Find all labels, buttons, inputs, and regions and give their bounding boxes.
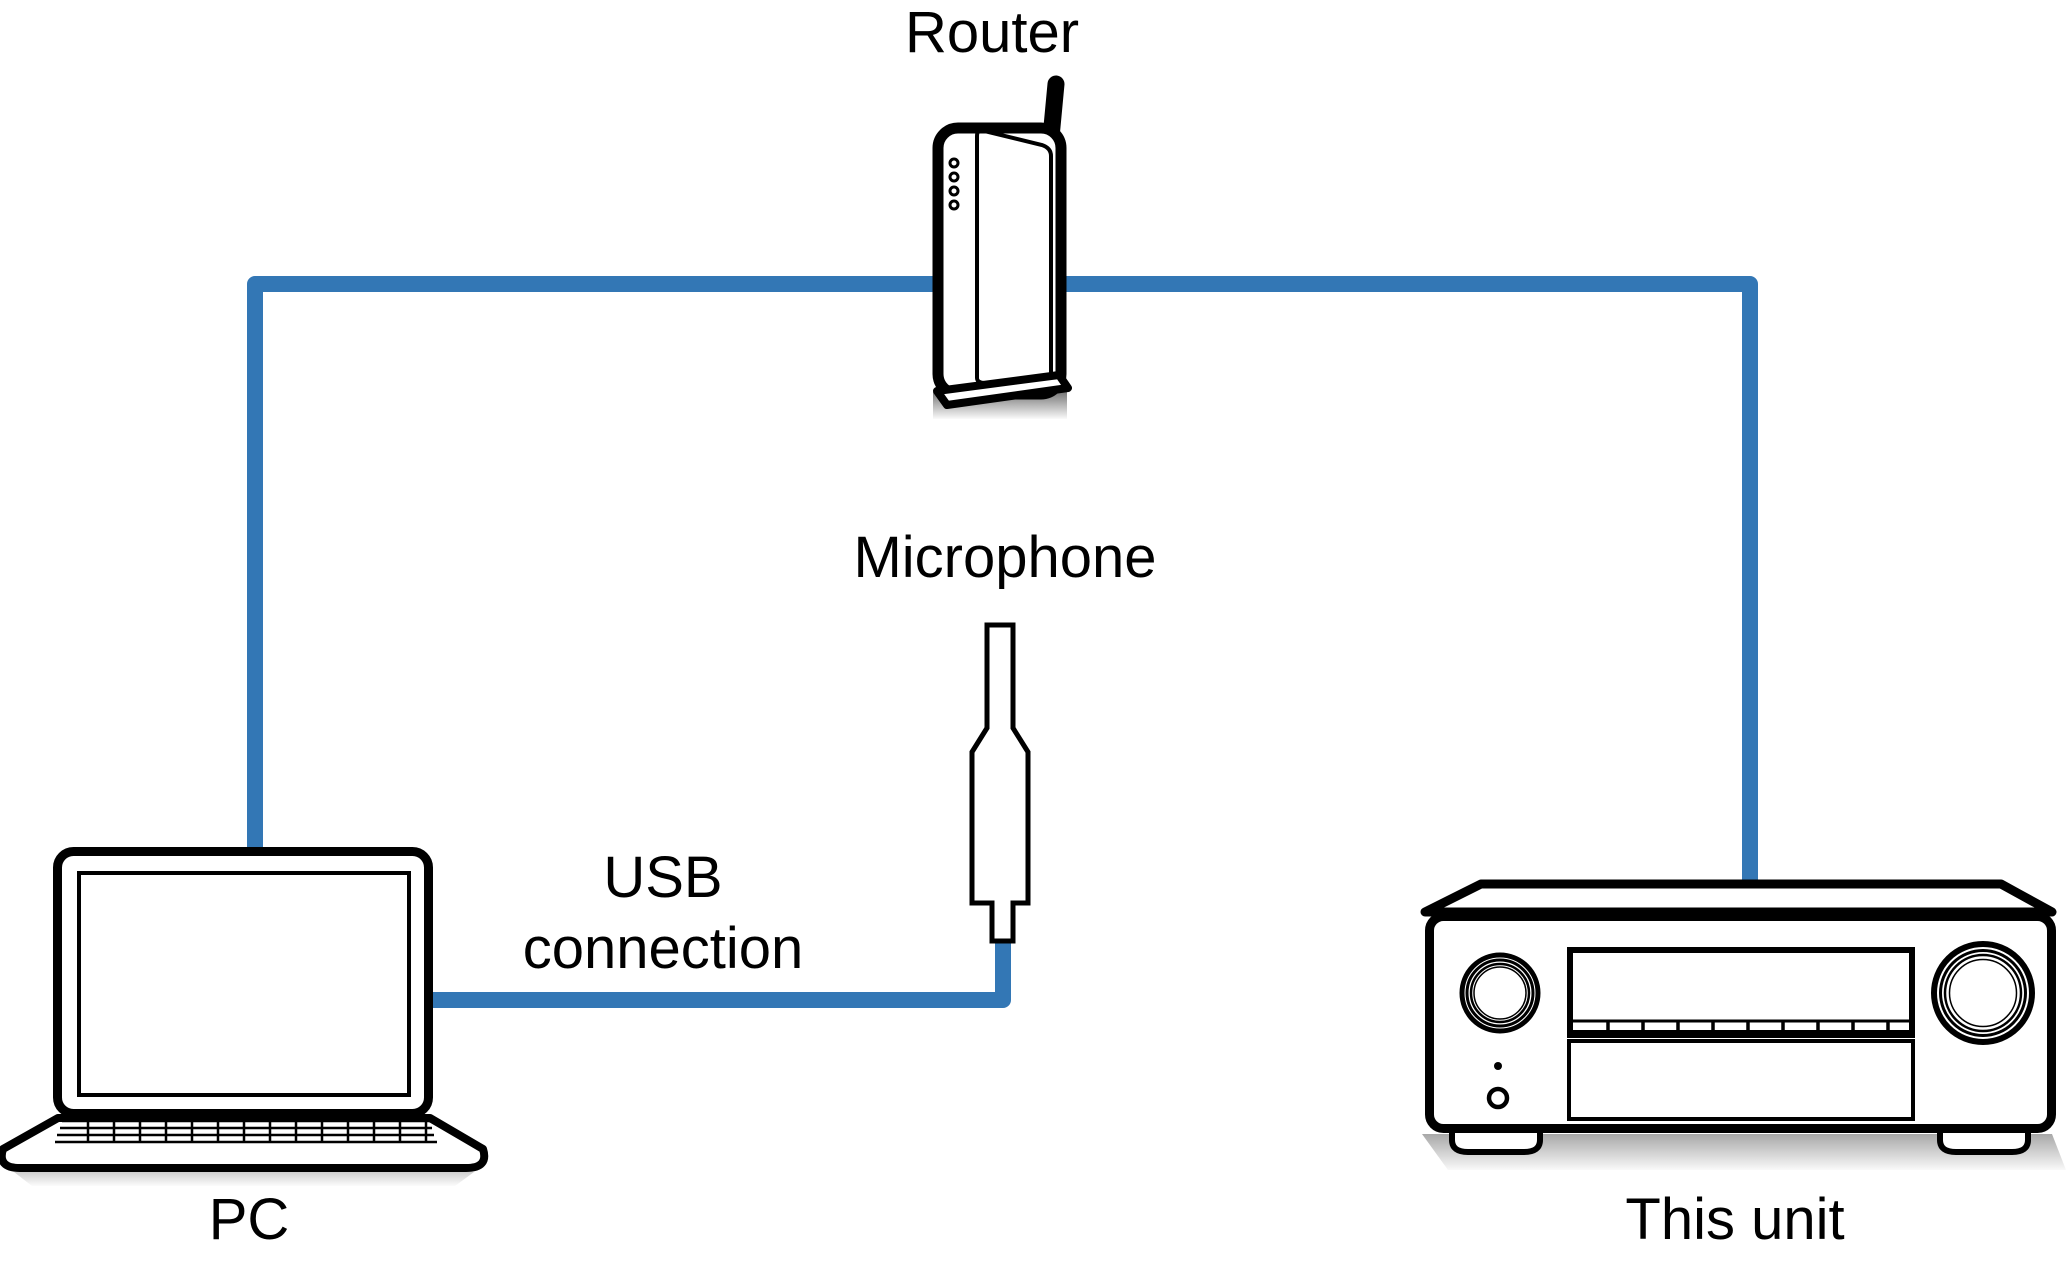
pc-laptop-illustration: [0, 847, 489, 1186]
router-led-lights: [948, 157, 960, 211]
usb-connection-label-line1: USB: [603, 845, 722, 910]
laptop-shadow: [14, 1172, 474, 1186]
receiver-foot-right: [1937, 1125, 2031, 1155]
receiver-front-flap: [1567, 1039, 1915, 1121]
receiver-foot-left: [1449, 1125, 1543, 1155]
laptop-keyboard: [55, 1119, 437, 1144]
av-receiver-illustration: [1420, 879, 2066, 1170]
receiver-display-bottom-band: [1567, 1030, 1915, 1038]
router-label: Router: [905, 0, 1079, 65]
this-unit-label: This unit: [1625, 1187, 1844, 1252]
microphone-label: Microphone: [853, 525, 1156, 590]
usb-connection-label-line2: connection: [523, 916, 804, 981]
receiver-display: [1567, 947, 1915, 1036]
microphone-body: [969, 622, 1031, 944]
router-stand: [933, 371, 1072, 409]
receiver-shadow: [1422, 1134, 2066, 1170]
receiver-power-button: [1486, 1086, 1510, 1110]
usb-cable-line: [430, 936, 1011, 1008]
laptop-screen: [77, 871, 411, 1097]
receiver-knob-right: [1931, 941, 2035, 1045]
pc-label: PC: [209, 1187, 290, 1252]
receiver-knob-left: [1459, 952, 1541, 1034]
receiver-top-face: [1420, 879, 2057, 917]
microphone-illustration: [969, 622, 1031, 944]
receiver-power-indicator: [1494, 1062, 1502, 1070]
receiver-button-ticks: [1606, 1022, 1890, 1030]
router-illustration: [932, 75, 1072, 419]
